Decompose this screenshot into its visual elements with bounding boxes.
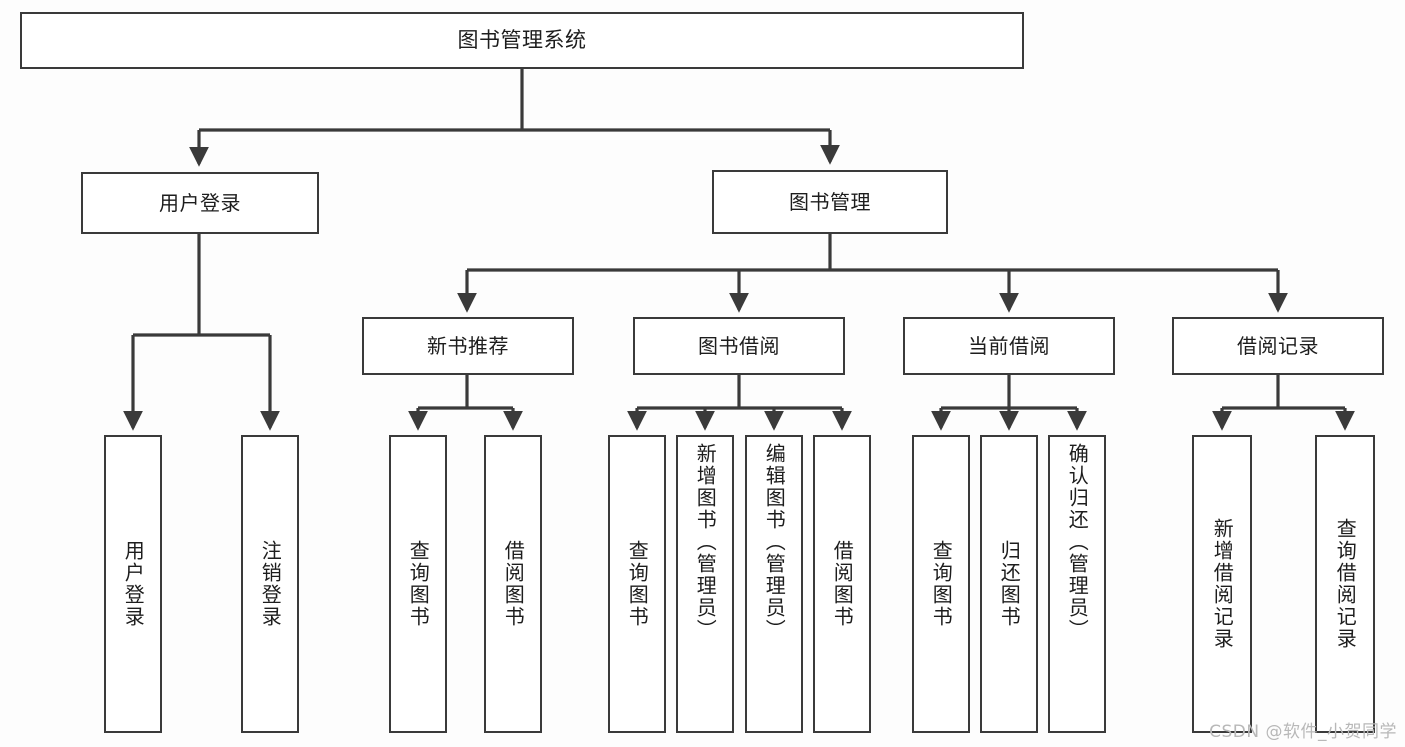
csdn-watermark: CSDN @软件_小贺同学	[1209, 722, 1397, 742]
node-leaf-borrow-book-2[interactable]: 借阅图书	[813, 435, 871, 733]
node-current-borrow[interactable]: 当前借阅	[903, 317, 1115, 375]
node-root[interactable]: 图书管理系统	[20, 12, 1024, 69]
node-current-borrow-label: 当前借阅	[968, 333, 1050, 358]
node-leaf-user-logout-label: 注销登录	[258, 540, 283, 628]
node-leaf-add-book-label: 新增图书（管理员）	[693, 443, 718, 641]
node-leaf-edit-book[interactable]: 编辑图书（管理员）	[745, 435, 803, 733]
node-leaf-query-book-1-label: 查询图书	[406, 540, 431, 628]
node-leaf-query-book-3[interactable]: 查询图书	[912, 435, 970, 733]
node-borrow-record-label: 借阅记录	[1237, 333, 1319, 358]
node-leaf-return-book-label: 归还图书	[997, 540, 1022, 628]
node-leaf-edit-book-label: 编辑图书（管理员）	[762, 443, 787, 641]
node-leaf-borrow-book-2-label: 借阅图书	[830, 540, 855, 628]
node-leaf-query-book-3-label: 查询图书	[929, 540, 954, 628]
node-leaf-confirm-return[interactable]: 确认归还（管理员）	[1048, 435, 1106, 733]
node-leaf-user-login-label: 用户登录	[121, 540, 146, 628]
node-new-book-recommend-label: 新书推荐	[427, 333, 509, 358]
node-leaf-query-book-2[interactable]: 查询图书	[608, 435, 666, 733]
node-new-book-recommend[interactable]: 新书推荐	[362, 317, 574, 375]
node-leaf-query-record-label: 查询借阅记录	[1333, 518, 1358, 650]
node-leaf-query-book-2-label: 查询图书	[625, 540, 650, 628]
node-book-borrow[interactable]: 图书借阅	[633, 317, 845, 375]
node-user-login-label: 用户登录	[159, 190, 241, 215]
node-user-login[interactable]: 用户登录	[81, 172, 319, 234]
node-leaf-borrow-book-1-label: 借阅图书	[501, 540, 526, 628]
node-leaf-query-book-1[interactable]: 查询图书	[389, 435, 447, 733]
node-leaf-return-book[interactable]: 归还图书	[980, 435, 1038, 733]
node-leaf-user-login[interactable]: 用户登录	[104, 435, 162, 733]
node-borrow-record[interactable]: 借阅记录	[1172, 317, 1384, 375]
node-leaf-add-record-label: 新增借阅记录	[1210, 518, 1235, 650]
node-leaf-borrow-book-1[interactable]: 借阅图书	[484, 435, 542, 733]
node-leaf-query-record[interactable]: 查询借阅记录	[1315, 435, 1375, 733]
node-leaf-confirm-return-label: 确认归还（管理员）	[1065, 443, 1090, 641]
node-leaf-user-logout[interactable]: 注销登录	[241, 435, 299, 733]
node-book-manage[interactable]: 图书管理	[712, 170, 948, 234]
node-leaf-add-record[interactable]: 新增借阅记录	[1192, 435, 1252, 733]
node-leaf-add-book[interactable]: 新增图书（管理员）	[676, 435, 734, 733]
node-book-manage-label: 图书管理	[789, 189, 871, 214]
node-root-label: 图书管理系统	[457, 27, 587, 52]
node-book-borrow-label: 图书借阅	[698, 333, 780, 358]
